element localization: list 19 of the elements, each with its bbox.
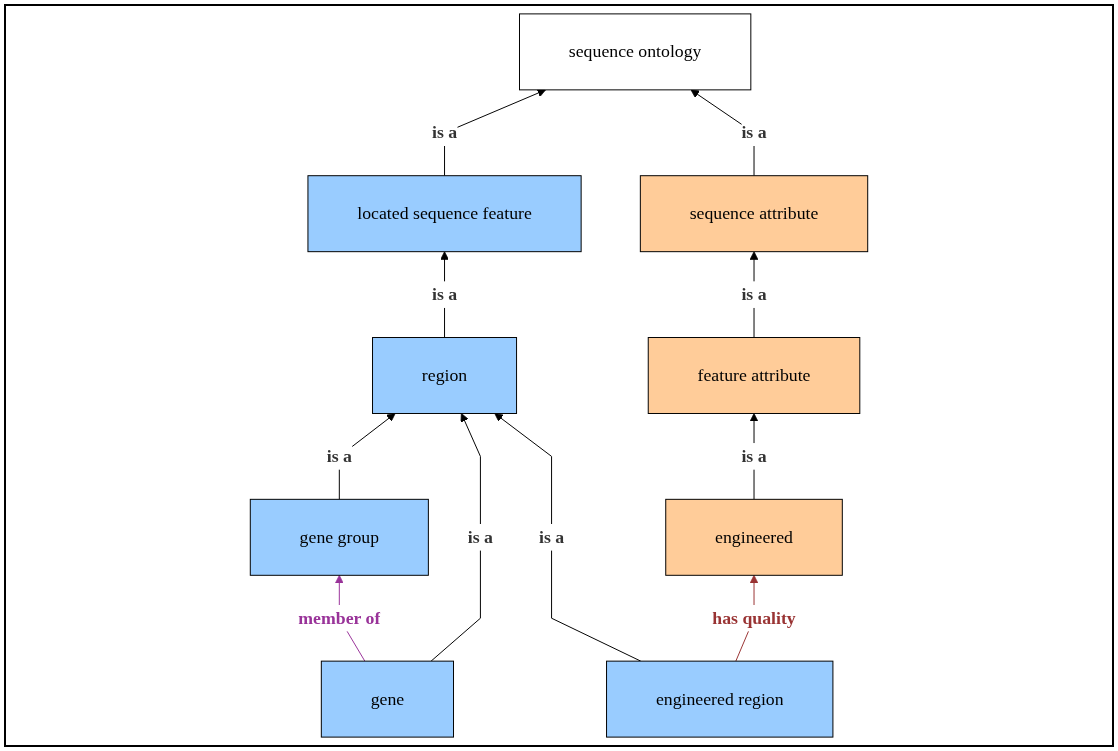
node-box: feature attribute [647, 337, 861, 414]
edge-label: is a [741, 122, 767, 143]
edge-label: is a [431, 284, 458, 304]
node-box: sequence ontology [519, 13, 752, 91]
node-box: engineered [665, 498, 843, 576]
node-box: region [372, 337, 518, 414]
edge-label: is a [741, 284, 767, 304]
edge-label: is a [741, 446, 767, 466]
node-box: gene group [249, 498, 429, 576]
edge-label: is a [326, 446, 352, 466]
edge-label: is a [467, 526, 493, 547]
edge-label: is a [431, 122, 458, 143]
node-box: sequence attribute [639, 175, 869, 253]
edge-label: is a [538, 526, 565, 547]
edge-label: member of [298, 607, 381, 628]
node-box: located sequence feature [307, 175, 582, 253]
node-box: gene [320, 660, 454, 738]
edge-label: has quality [712, 607, 796, 628]
node-box: engineered region [606, 660, 834, 738]
